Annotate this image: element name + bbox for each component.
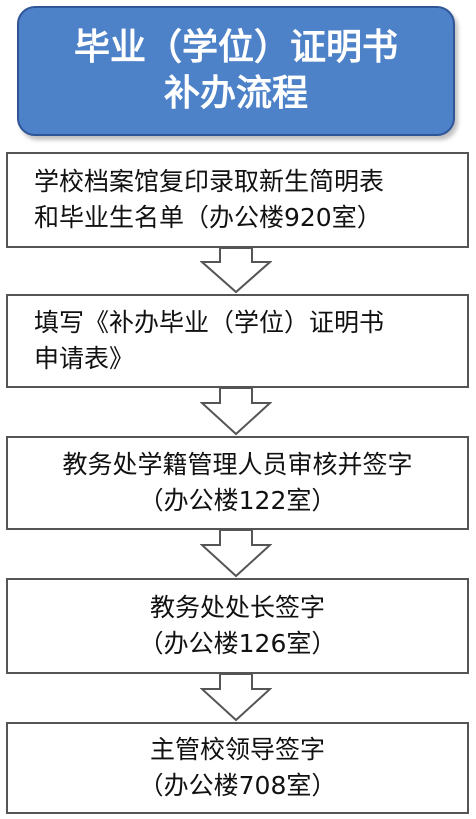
step-5-box: 主管校领导签字 （办公楼708室） bbox=[6, 722, 469, 814]
step-1-line-1: 学校档案馆复印录取新生简明表 bbox=[34, 167, 385, 196]
step-5-line-1: 主管校领导签字 bbox=[149, 735, 325, 764]
title-line-1: 毕业（学位）证明书 bbox=[73, 27, 398, 68]
down-arrow-1 bbox=[200, 248, 272, 294]
step-4-box: 教务处处长签字 （办公楼126室） bbox=[6, 578, 469, 674]
down-arrow-4 bbox=[200, 674, 272, 722]
title-line-2: 补办流程 bbox=[163, 73, 308, 114]
step-1-line-2: 和毕业生名单（办公楼920室） bbox=[34, 203, 382, 232]
down-arrow-2 bbox=[200, 388, 272, 436]
step-1-box: 学校档案馆复印录取新生简明表 和毕业生名单（办公楼920室） bbox=[6, 152, 469, 248]
step-3-line-1: 教务处学籍管理人员审核并签字 bbox=[62, 450, 413, 479]
step-5-line-2: （办公楼708室） bbox=[138, 771, 337, 800]
flowchart-title: 毕业（学位）证明书 补办流程 bbox=[17, 6, 455, 136]
step-2-box: 填写《补办毕业（学位）证明书 申请表》 bbox=[6, 294, 469, 388]
step-4-line-1: 教务处处长签字 bbox=[149, 593, 325, 622]
step-2-line-2: 申请表》 bbox=[34, 344, 135, 373]
step-3-box: 教务处学籍管理人员审核并签字 （办公楼122室） bbox=[6, 436, 469, 530]
step-3-line-2: （办公楼122室） bbox=[138, 486, 337, 515]
step-4-line-2: （办公楼126室） bbox=[138, 629, 337, 658]
step-2-line-1: 填写《补办毕业（学位）证明书 bbox=[34, 308, 385, 337]
down-arrow-3 bbox=[200, 530, 272, 578]
